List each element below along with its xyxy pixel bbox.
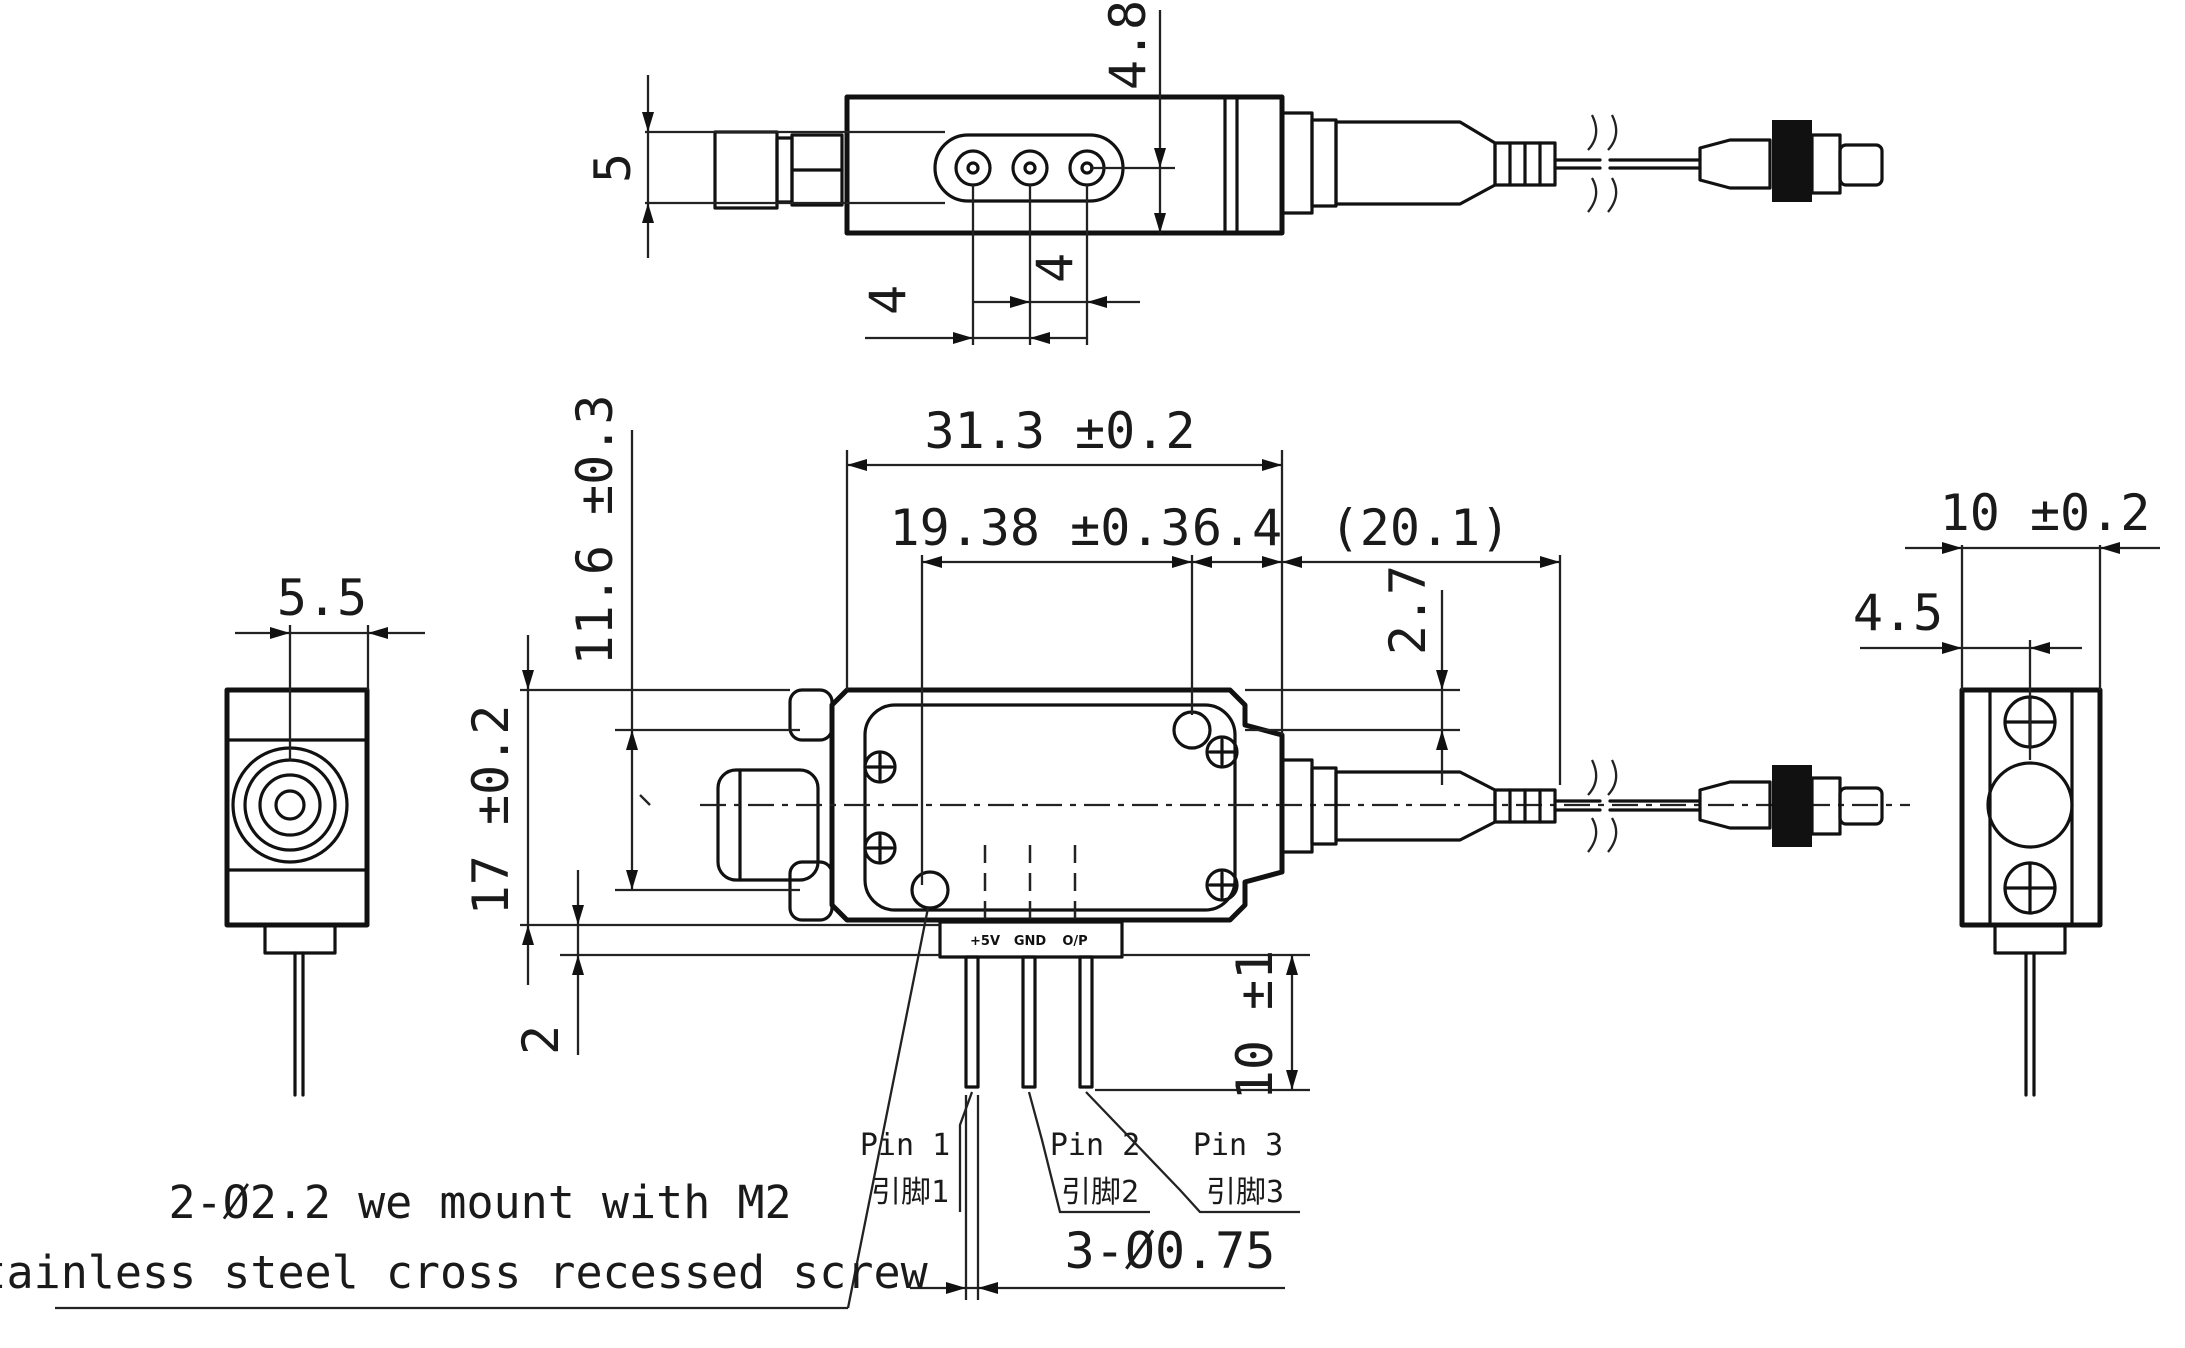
pin3-label: Pin 3 — [1193, 1128, 1283, 1163]
top-dim-pitch-b: 4 — [1026, 253, 1084, 283]
pin1-label-cn: 引脚1 — [871, 1175, 949, 1210]
right-end-view: 10 ±0.2 4.5 — [1853, 484, 2160, 1097]
right-dim-10: 10 ±0.2 — [1940, 484, 2151, 542]
dim-20-1: (20.1) — [1330, 499, 1511, 557]
left-dim-5-5: 5.5 — [277, 569, 367, 627]
pin-label-2: GND — [1014, 934, 1047, 949]
front-view: +5V GND O/P 31.3 — [0, 395, 1910, 1310]
top-dim-pitch-a: 4 — [859, 285, 917, 315]
mount-note-line2: Stainless steel cross recessed screw — [0, 1246, 929, 1299]
right-dim-4-5: 4.5 — [1853, 584, 1943, 642]
top-dim-5: 5 — [584, 153, 642, 183]
top-view: 5 4.8 4 4 — [584, 0, 1884, 345]
pin-label-1: +5V — [970, 934, 1000, 949]
dim-11-6: 11.6 ±0.3 — [566, 395, 624, 666]
dim-19-38: 19.38 ±0.3 — [889, 499, 1190, 557]
pin2-label-cn: 引脚2 — [1061, 1175, 1139, 1210]
dim-31-3: 31.3 ±0.2 — [925, 402, 1196, 460]
dim-pin-dia: 3-Ø0.75 — [1065, 1222, 1276, 1280]
dim-17: 17 ±0.2 — [462, 705, 520, 916]
dim-2: 2 — [512, 1025, 570, 1055]
dim-6-4: 6.4 — [1192, 499, 1282, 557]
dim-2-7: 2.7 — [1379, 565, 1437, 655]
dim-10: 10 ±1 — [1226, 950, 1284, 1101]
pin3-label-cn: 引脚3 — [1206, 1175, 1284, 1210]
pin-label-3: O/P — [1062, 934, 1087, 949]
left-end-view: 5.5 — [224, 569, 425, 1097]
top-dim-4-8: 4.8 — [1099, 0, 1157, 90]
pin1-label: Pin 1 — [860, 1128, 950, 1163]
mount-note-line1: 2-Ø2.2 we mount with M2 — [168, 1176, 791, 1229]
